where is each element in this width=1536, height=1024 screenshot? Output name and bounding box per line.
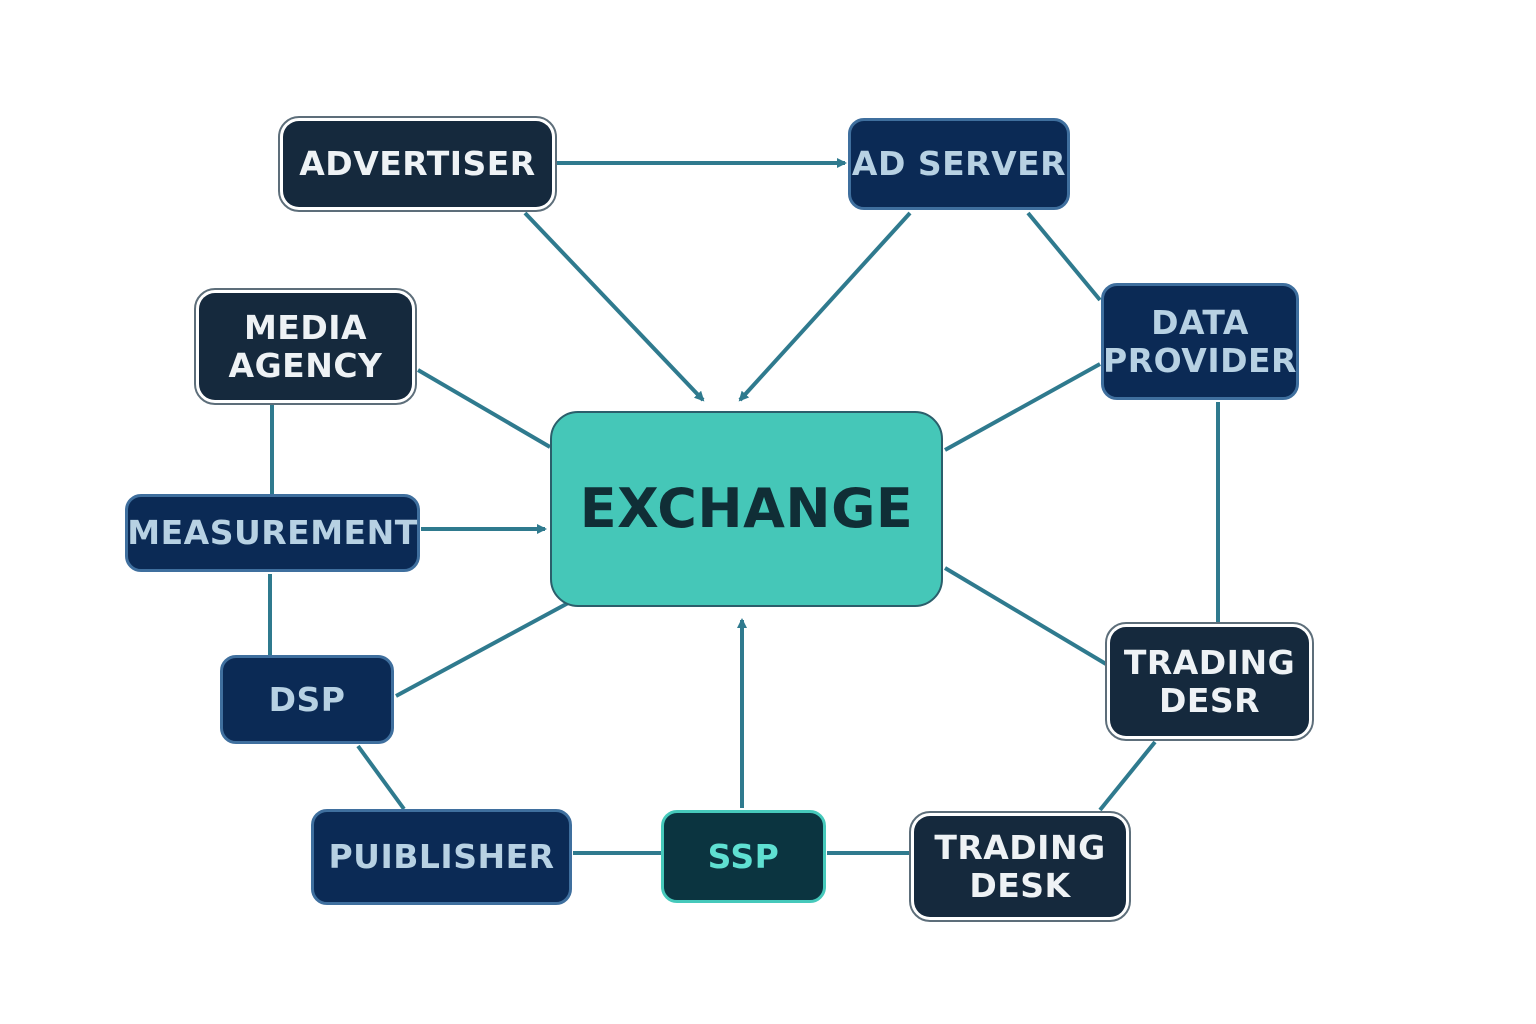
- node-ssp[interactable]: SSP: [661, 810, 826, 903]
- edge-ad-server-exchange: [738, 211, 912, 402]
- node-media-agency[interactable]: MEDIA AGENCY: [194, 288, 417, 405]
- node-trading-desk[interactable]: TRADING DESK: [909, 811, 1131, 922]
- edge-advertiser-exchange: [523, 211, 705, 402]
- edge-exchange-trading-desr: [943, 566, 1108, 666]
- node-dsp[interactable]: DSP: [220, 655, 394, 744]
- edge-ad-server-data-provider: [1026, 211, 1102, 302]
- edge-data-provider-exchange: [944, 362, 1101, 452]
- node-measurement[interactable]: MEASUREMENT: [125, 494, 420, 572]
- node-advertiser[interactable]: ADVERTISER: [278, 116, 557, 212]
- node-data-provider[interactable]: DATA PROVIDER: [1101, 283, 1299, 400]
- node-exchange[interactable]: EXCHANGE: [550, 411, 943, 607]
- node-publisher[interactable]: PUIBLISHER: [311, 809, 572, 905]
- edge-trading-desk-trading-desr: [1098, 740, 1157, 812]
- edge-dsp-exchange: [395, 600, 571, 698]
- edge-dsp-publisher: [356, 744, 406, 811]
- node-trading-desr[interactable]: TRADING DESR: [1105, 622, 1314, 741]
- edge-media-agency-exchange: [416, 368, 552, 449]
- node-ad-server[interactable]: AD SERVER: [848, 118, 1070, 210]
